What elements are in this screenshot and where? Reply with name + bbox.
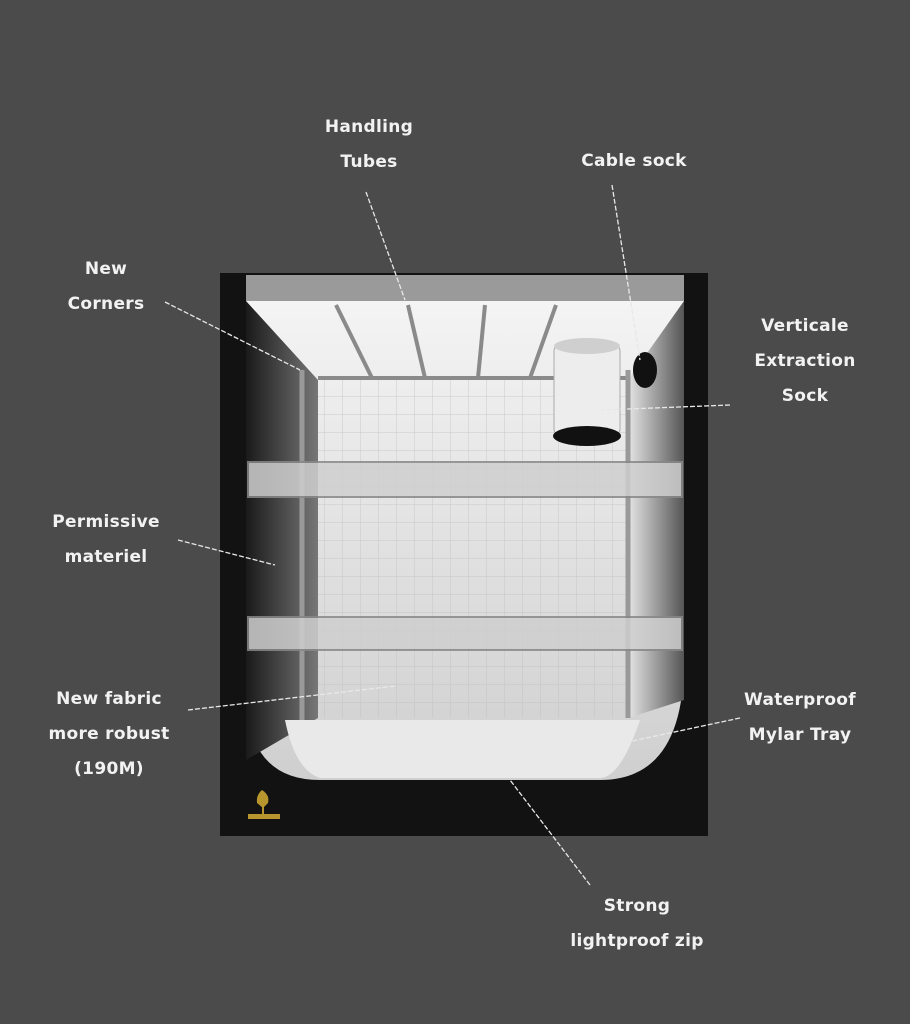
extraction-sock xyxy=(553,338,621,446)
label-line: materiel xyxy=(64,547,148,567)
label-line: Corners xyxy=(67,294,145,314)
label-mylar-tray: Waterproof Mylar Tray xyxy=(744,683,856,753)
leader-handling-tubes xyxy=(365,191,406,301)
label-line: Extraction xyxy=(754,351,856,371)
label-line: lightproof zip xyxy=(570,931,704,951)
label-cable-sock: Cable sock xyxy=(581,144,687,179)
shelf-lower xyxy=(247,616,683,651)
label-line: Handling xyxy=(324,117,414,137)
label-permissive: Permissive materiel xyxy=(52,505,160,575)
label-line: (190M) xyxy=(74,759,144,779)
label-new-corners: New Corners xyxy=(68,252,145,322)
label-line: Verticale xyxy=(761,316,849,336)
leader-permissive xyxy=(177,539,276,566)
label-line: New xyxy=(84,259,128,279)
mylar-tray xyxy=(285,720,640,778)
label-line: Strong xyxy=(603,896,671,916)
label-zip: Strong lightproof zip xyxy=(570,889,703,959)
shelf-upper xyxy=(247,461,683,498)
leader-zip xyxy=(509,779,591,886)
label-line: more robust xyxy=(48,724,170,744)
leader-mylar-tray xyxy=(589,717,741,751)
label-line: Sock xyxy=(781,386,829,406)
label-line: Tubes xyxy=(340,152,398,172)
cable-sock xyxy=(633,352,657,388)
label-line: Permissive xyxy=(52,512,160,532)
label-extraction-sock: Verticale Extraction Sock xyxy=(754,309,855,414)
label-line: Waterproof xyxy=(744,690,856,710)
leader-cable-sock xyxy=(611,184,641,361)
label-line: New fabric xyxy=(56,689,162,709)
label-line: Cable sock xyxy=(581,151,687,171)
label-handling-tubes: Handling Tubes xyxy=(325,110,413,180)
brand-logo xyxy=(248,790,280,819)
leader-extraction-sock xyxy=(601,404,731,411)
label-new-fabric: New fabric more robust (190M) xyxy=(48,682,169,787)
top-panel xyxy=(246,275,684,301)
leader-new-corners xyxy=(164,301,301,371)
label-line: Mylar Tray xyxy=(748,725,852,745)
